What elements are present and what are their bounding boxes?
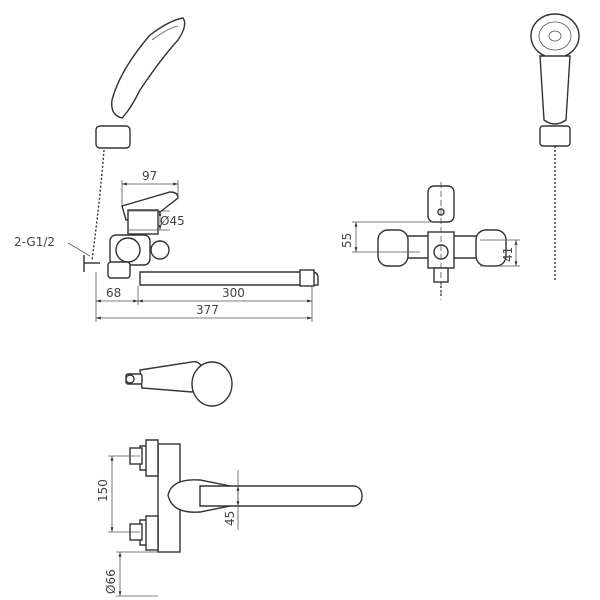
eccentric-left bbox=[377, 229, 409, 267]
dim-97-label: 97 bbox=[142, 169, 157, 183]
spout-side bbox=[139, 271, 319, 286]
dim-41-label: 41 bbox=[501, 247, 515, 262]
dim-thread-label: 2-G1/2 bbox=[14, 235, 55, 249]
dim-300-label: 300 bbox=[222, 286, 245, 300]
shower-handle bbox=[539, 55, 571, 125]
dim-dia66-label: Ø66 bbox=[104, 569, 118, 594]
front-view: 55 41 bbox=[340, 182, 520, 300]
side-view: 97 Ø45 2-G1/2 300 68 377 bbox=[14, 17, 319, 322]
top-view: 150 45 Ø66 bbox=[96, 361, 363, 597]
shower-holder-side bbox=[95, 125, 131, 149]
dim-68-label: 68 bbox=[106, 286, 121, 300]
shower-plan-head bbox=[191, 361, 233, 407]
shower-face bbox=[530, 13, 580, 59]
hose-side bbox=[91, 149, 105, 261]
dim-dia45-label: Ø45 bbox=[160, 214, 185, 228]
shower-head-side bbox=[111, 17, 186, 119]
hand-shower-front bbox=[530, 13, 580, 280]
shower-holder bbox=[539, 125, 571, 147]
dim-150-label: 150 bbox=[96, 479, 110, 502]
dim-55-label: 55 bbox=[340, 233, 354, 248]
spout-plan bbox=[199, 485, 363, 507]
dim-377-label: 377 bbox=[196, 303, 219, 317]
dim-45-label: 45 bbox=[223, 511, 237, 526]
